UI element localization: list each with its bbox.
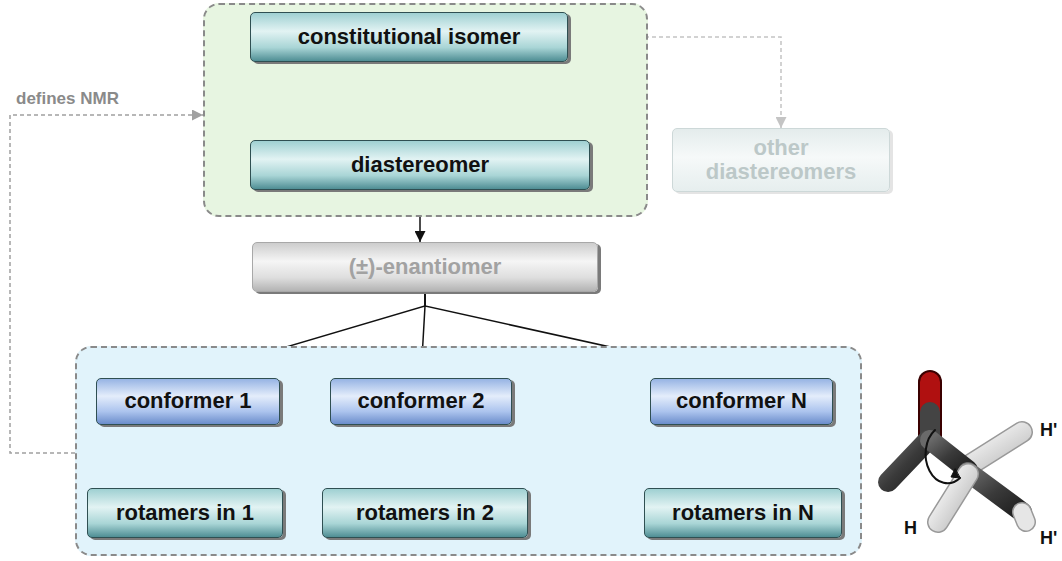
box-label: rotamers in N <box>672 501 814 525</box>
box-label: rotamers in 2 <box>356 501 494 525</box>
box-label: conformer 2 <box>357 389 484 413</box>
h-stick <box>938 474 968 522</box>
h-stick-outline <box>938 474 968 522</box>
atom-label: H' <box>1040 420 1057 441</box>
atom-label: H' <box>1040 528 1057 549</box>
h-tip-outline <box>1022 512 1026 522</box>
process-box: diastereomer <box>250 140 590 190</box>
faded-box: (±)-enantiomer <box>252 242 598 292</box>
box-label: other diastereomers <box>706 136 856 184</box>
edge-label: defines NMR <box>14 89 121 109</box>
faded-box: other diastereomers <box>672 128 890 192</box>
process-box: conformer N <box>650 378 833 425</box>
box-label: diastereomer <box>351 153 489 177</box>
process-box: rotamers in 1 <box>87 488 283 538</box>
box-label: conformer N <box>676 389 807 413</box>
process-box: rotamers in N <box>644 488 842 538</box>
box-label: rotamers in 1 <box>116 501 254 525</box>
box-label: constitutional isomer <box>298 25 520 49</box>
group-region: constitutional isomer diastereomer <box>203 3 648 217</box>
process-box: conformer 1 <box>96 378 280 425</box>
h-tip <box>1022 512 1026 522</box>
box-label: conformer 1 <box>124 389 251 413</box>
molecule-sticks <box>888 382 1026 522</box>
rotation-arrowhead <box>951 469 960 478</box>
process-box: constitutional isomer <box>250 12 568 62</box>
process-box: rotamers in 2 <box>322 488 528 538</box>
methyl-stick <box>888 440 928 482</box>
box-label: (±)-enantiomer <box>349 255 502 279</box>
atom-label: H <box>904 518 917 539</box>
process-box: conformer 2 <box>330 378 512 425</box>
rotation-arrow <box>926 430 960 483</box>
group-region: conformer 1 conformer 2 conformer N rotamer… <box>75 346 862 556</box>
